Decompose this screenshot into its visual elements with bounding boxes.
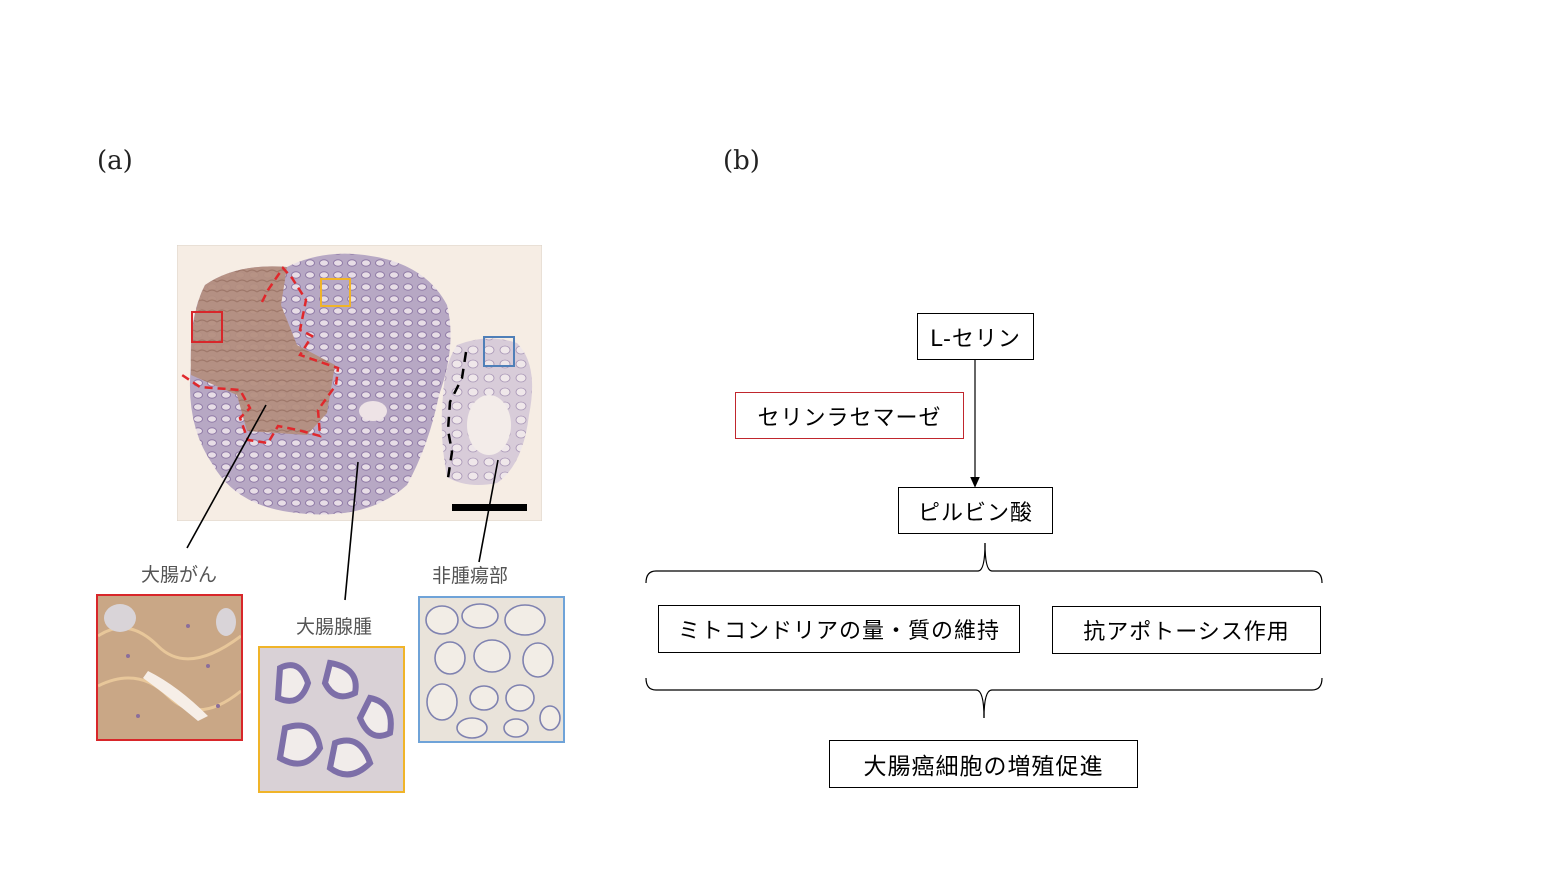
cancer-region-label: 大腸がん — [141, 564, 218, 586]
adenoma-inset-image — [258, 646, 405, 793]
normal-inset-image — [418, 596, 565, 743]
l-serine-node: L-セリン — [917, 313, 1034, 360]
pyruvate-node: ピルビン酸 — [898, 487, 1053, 534]
top-brace — [645, 542, 986, 584]
panel-a-label: (a) — [97, 146, 133, 176]
mitochondria-maintenance-node: ミトコンドリアの量・質の維持 — [658, 605, 1020, 653]
normal-region-label: 非腫瘍部 — [432, 565, 509, 587]
anti-apoptosis-node: 抗アポトーシス作用 — [1052, 606, 1321, 654]
serine-racemase-node: セリンラセマーゼ — [735, 392, 964, 439]
bottom-brace — [645, 677, 985, 719]
cancer-inset-image — [96, 594, 243, 741]
cancer-proliferation-node: 大腸癌細胞の増殖促進 — [829, 740, 1138, 788]
adenoma-region-label: 大腸腺腫 — [296, 616, 373, 638]
panel-b-label: (b) — [723, 146, 760, 176]
